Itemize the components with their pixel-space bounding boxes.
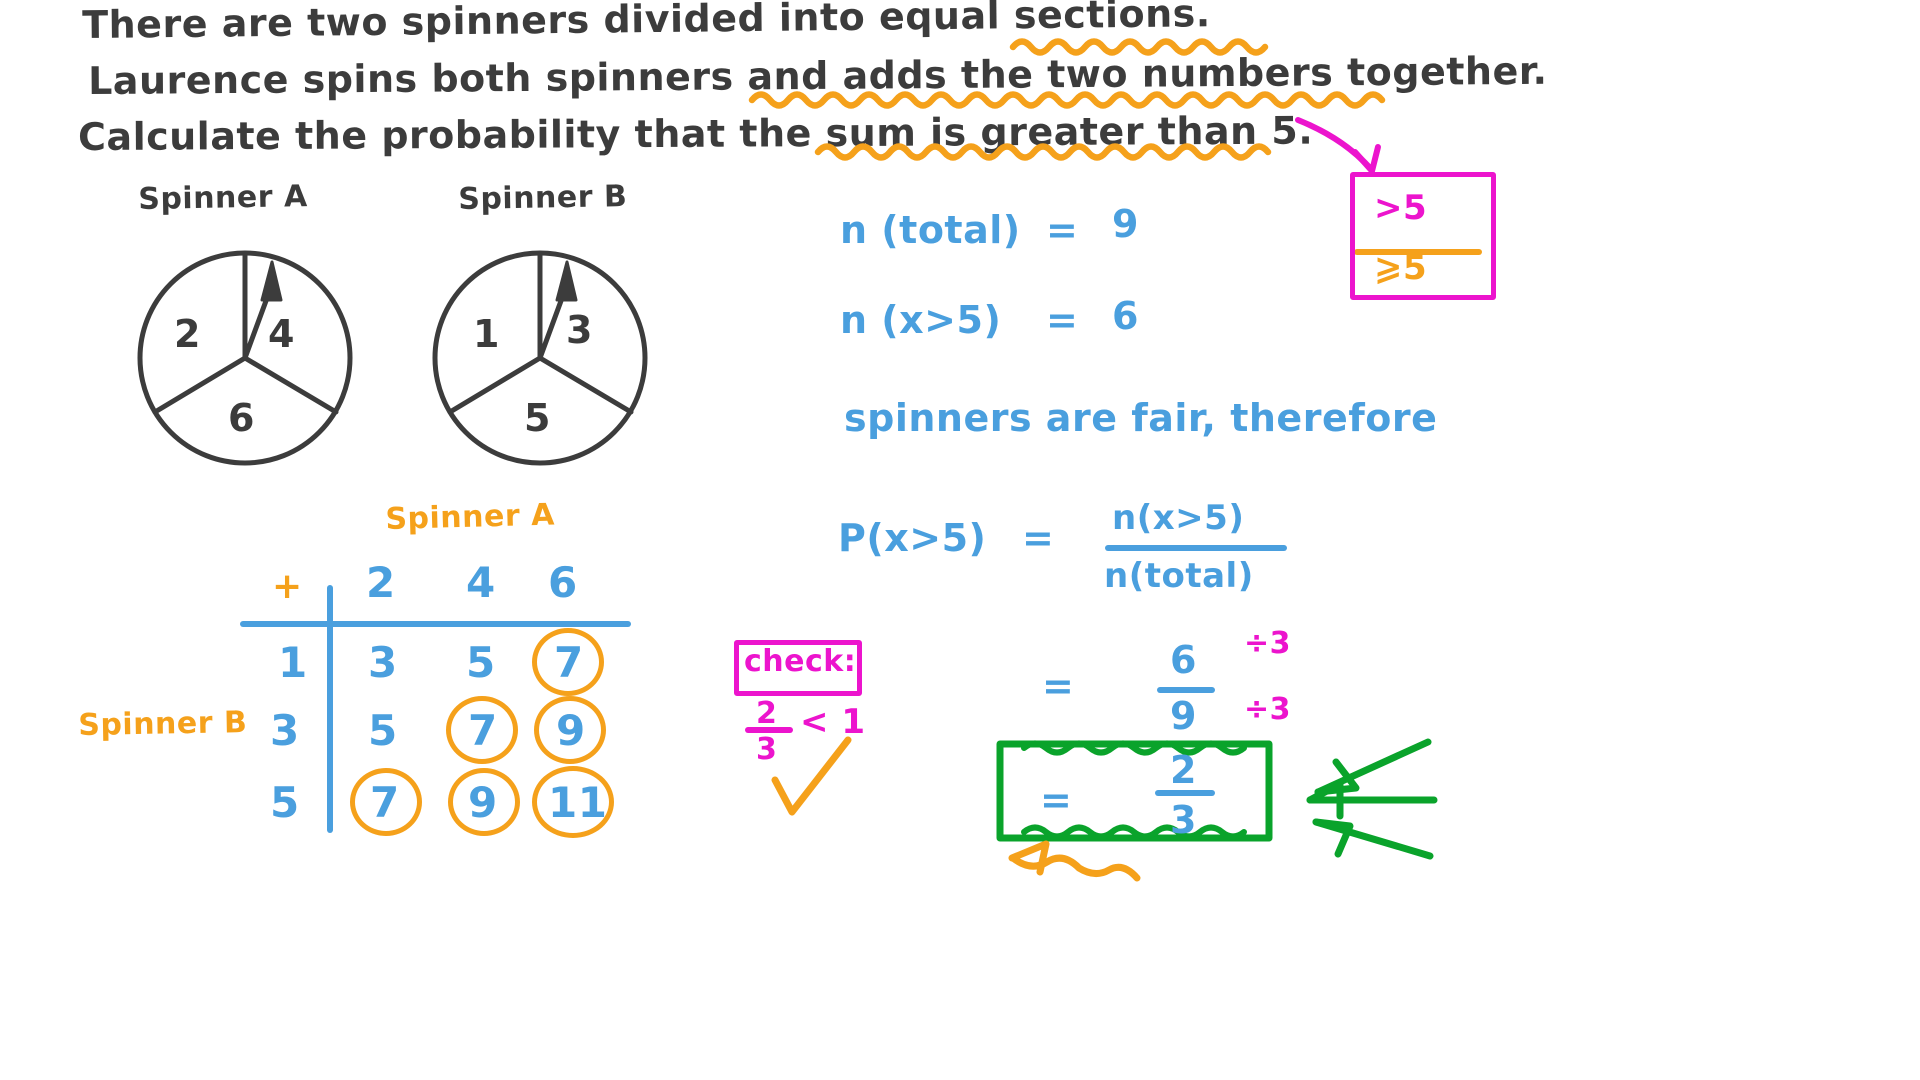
n-total-value: 9	[1112, 202, 1139, 246]
spinner-a-label: Spinner A	[138, 179, 308, 217]
table-row-header-1: 1	[278, 638, 308, 687]
table-column-axis-label: Spinner A	[385, 497, 556, 537]
probability-label: P(x>5)	[838, 516, 987, 560]
table-operator: +	[272, 566, 303, 607]
check-fraction-denominator: 3	[756, 732, 778, 767]
circle-highlight-r1c3	[532, 628, 604, 696]
symbolic-fraction-numerator: n(x>5)	[1112, 498, 1245, 538]
table-cell-r1c1: 3	[368, 638, 398, 687]
n-event-equals: =	[1046, 298, 1079, 342]
orange-squiggle-arrow	[1008, 840, 1141, 882]
spinner-b-section-5: 5	[524, 396, 551, 440]
symbolic-fraction-denominator: n(total)	[1104, 556, 1254, 596]
question-line-2: Laurence spins both spinners and adds th…	[87, 48, 1548, 103]
probability-equals: =	[1022, 516, 1055, 560]
numeric-fraction-numerator: 6	[1170, 638, 1197, 682]
table-cell-r2c1: 5	[368, 706, 398, 755]
table-row-header-3: 5	[270, 778, 300, 827]
circle-highlight-r2c2	[446, 696, 518, 764]
spinner-a-section-2: 2	[174, 312, 201, 356]
circle-highlight-r2c3	[534, 696, 606, 764]
question-line-3: Calculate the probability that the sum i…	[77, 108, 1314, 159]
n-total-equals: =	[1046, 208, 1079, 252]
strict-inequality-note: >5	[1374, 188, 1428, 228]
inequality-reminder-box	[1350, 172, 1496, 300]
table-col-header-1: 2	[366, 558, 396, 607]
table-col-header-2: 4	[466, 558, 496, 607]
spinner-b-section-1: 1	[473, 312, 500, 356]
table-row-axis-label: Spinner B	[78, 705, 248, 743]
divide-bottom-label: ÷3	[1244, 692, 1292, 727]
circle-highlight-r3c2	[448, 768, 520, 836]
question-line-1: There are two spinners divided into equa…	[81, 0, 1211, 47]
check-fraction-numerator: 2	[756, 696, 778, 731]
n-event-value: 6	[1112, 294, 1139, 338]
divide-top-label: ÷3	[1244, 626, 1292, 661]
circle-highlight-r3c1	[350, 768, 422, 836]
fair-note: spinners are fair, therefore	[844, 396, 1438, 440]
check-label: check:	[744, 644, 857, 679]
check-label-box	[734, 640, 862, 696]
spinner-a-section-6: 6	[228, 396, 255, 440]
table-row-header-2: 3	[270, 706, 300, 755]
spinner-b-section-3: 3	[566, 308, 593, 352]
numeric-fraction-denominator: 9	[1170, 694, 1197, 738]
spinner-b-label: Spinner B	[458, 179, 628, 217]
equals-sign-1: =	[1042, 664, 1075, 708]
spinner-a-section-4: 4	[268, 312, 295, 356]
check-tick-mark	[771, 736, 852, 816]
table-cell-r1c2: 5	[466, 638, 496, 687]
n-event-label: n (x>5)	[840, 298, 1002, 342]
circle-highlight-r3c3	[532, 766, 614, 838]
inclusive-inequality-note: ⩾5	[1374, 248, 1428, 288]
n-total-label: n (total)	[840, 208, 1021, 252]
green-arrows-to-answer	[1306, 738, 1438, 860]
check-comparison: < 1	[800, 702, 866, 742]
simplified-fraction-denominator: 3	[1170, 798, 1197, 842]
equals-sign-2: =	[1040, 778, 1073, 822]
simplified-fraction-numerator: 2	[1170, 748, 1197, 792]
table-col-header-3: 6	[548, 558, 578, 607]
